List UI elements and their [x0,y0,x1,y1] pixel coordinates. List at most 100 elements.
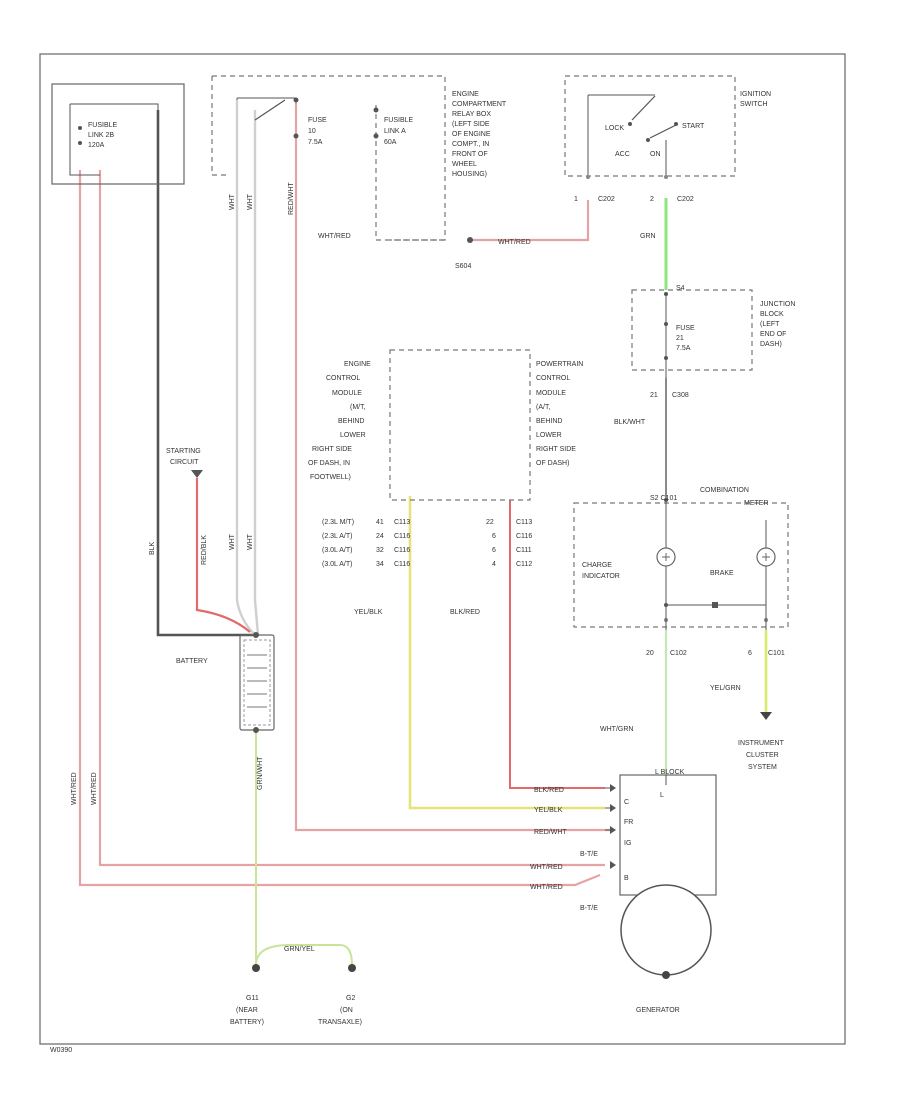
svg-text:(LEFT: (LEFT [760,321,780,328]
diagram-frame [39,53,846,1045]
svg-text:LOWER: LOWER [536,432,562,439]
svg-text:METER: METER [744,500,769,507]
wire-label-blk-wht: BLK/WHT [614,419,646,426]
instrument-cluster-system: INSTRUMENT CLUSTER SYSTEM [738,712,785,771]
svg-text:MODULE: MODULE [536,390,566,397]
svg-text:MODULE: MODULE [332,390,362,397]
svg-text:21: 21 [676,335,684,342]
vlabel-wht-red-2: WHT/RED [91,772,98,805]
c101-pin-label: 6 [748,650,752,657]
svg-text:C116: C116 [394,547,410,554]
ground-g2: G2 (ON TRANSAXLE) [318,964,362,1026]
svg-text:60A: 60A [384,139,397,146]
wire-wht-red-1 [78,170,601,887]
splice-label-s604: S604 [455,263,471,270]
svg-text:L: L [660,792,664,799]
svg-text:COMBINATION: COMBINATION [700,487,749,494]
wire-label-wht-red: WHT/RED [318,233,351,240]
svg-text:FUSE: FUSE [308,117,327,124]
c308-pin-label: 21 [650,392,658,399]
svg-text:BEHIND: BEHIND [536,418,562,425]
svg-text:TRANSAXLE): TRANSAXLE) [318,1019,362,1026]
svg-text:CIRCUIT: CIRCUIT [170,459,199,466]
svg-text:C: C [624,799,629,806]
vlabel-wht-red-1: WHT/RED [71,772,78,805]
gen-wire-blk-red: BLK/RED [534,787,564,794]
svg-text:FRONT OF: FRONT OF [452,151,488,158]
svg-text:7.5A: 7.5A [308,139,323,146]
ecm-connector-table: (2.3L M/T) 41 C113 22 C113 (2.3L A/T) 24… [322,519,532,568]
generator: L BLOCK L C FR IG B B-T/E B-T/E GENERATO… [580,769,717,1014]
wire-red-blk [195,478,251,633]
engine-control-module: ENGINE CONTROL MODULE (M/T, BEHIND LOWER… [308,349,583,501]
c202-label-1: C202 [598,196,615,203]
starting-circuit: STARTING CIRCUIT [166,448,203,478]
wire-red-wht [294,104,610,832]
c102-pin-label: 20 [646,650,654,657]
ground-g11: G11 (NEAR BATTERY) [230,964,264,1026]
c202-pin1 [586,175,590,179]
svg-text:FUSIBLE: FUSIBLE [88,122,118,129]
svg-text:RIGHT SIDE: RIGHT SIDE [312,446,352,453]
fusible-link-b: FUSIBLE LINK 2B 120A [51,83,185,185]
c202-pin2-label: 2 [650,196,654,203]
svg-text:22: 22 [486,519,494,526]
svg-text:G2: G2 [346,995,355,1002]
svg-text:32: 32 [376,547,384,554]
svg-text:C116: C116 [394,561,410,568]
c202-label-2: C202 [677,196,694,203]
svg-text:L BLOCK: L BLOCK [655,769,685,776]
svg-text:7.5A: 7.5A [676,345,691,352]
svg-text:HOUSING): HOUSING) [452,171,487,178]
svg-text:FUSIBLE: FUSIBLE [384,117,414,124]
svg-text:C112: C112 [516,561,532,568]
svg-text:4: 4 [492,561,496,568]
svg-text:C111: C111 [516,547,532,554]
wire-label-yel-blk: YEL/BLK [354,609,383,616]
wire-wht-red-2 [98,170,605,867]
svg-text:BATTERY: BATTERY [176,658,208,665]
svg-text:C113: C113 [394,519,410,526]
svg-text:COMPARTMENT: COMPARTMENT [452,101,507,108]
vlabel-red-blk: RED/BLK [201,535,208,565]
svg-text:ACC: ACC [615,151,630,158]
relay-box: FUSE 10 7.5A FUSIBLE LINK A 60A ENGINE C… [211,75,507,241]
svg-text:BEHIND: BEHIND [338,418,364,425]
svg-text:B-T/E: B-T/E [580,851,598,858]
svg-text:CONTROL: CONTROL [536,375,570,382]
svg-text:LINK 2B: LINK 2B [88,132,114,139]
svg-text:ENGINE: ENGINE [452,91,479,98]
svg-text:SYSTEM: SYSTEM [748,764,777,771]
svg-text:(NEAR: (NEAR [236,1007,258,1014]
svg-text:GENERATOR: GENERATOR [636,1007,680,1014]
svg-text:RIGHT SIDE: RIGHT SIDE [536,446,576,453]
svg-text:S2 C101: S2 C101 [650,495,677,502]
svg-text:FUSE: FUSE [676,325,695,332]
svg-text:41: 41 [376,519,384,526]
svg-text:G11: G11 [246,995,259,1002]
wire-wht-red-top [470,200,590,242]
gen-wire-wht-red-2: WHT/RED [530,884,563,891]
splice-s604 [467,237,473,243]
svg-text:RELAY BOX: RELAY BOX [452,111,491,118]
svg-text:(M/T,: (M/T, [350,404,366,411]
wire-label-wht-grn: WHT/GRN [600,726,633,733]
svg-text:B-T/E: B-T/E [580,905,598,912]
svg-text:120A: 120A [88,142,105,149]
diagram-id: W0390 [50,1047,72,1054]
svg-text:ON: ON [650,151,661,158]
wire-label-grn: GRN [640,233,656,240]
svg-text:OF ENGINE: OF ENGINE [452,131,491,138]
svg-text:DASH): DASH) [760,341,782,348]
wire-label-blk-red: BLK/RED [450,609,480,616]
svg-text:IG: IG [624,840,631,847]
vlabel-blk: BLK [149,541,156,555]
svg-text:34: 34 [376,561,384,568]
vlabel-wht-mid2: WHT [247,533,254,550]
vlabel-red-top: RED/WHT [288,182,295,215]
svg-text:(A/T,: (A/T, [536,404,550,411]
c202-pin2 [664,175,668,179]
gen-wire-wht-red-1: WHT/RED [530,864,563,871]
c308-label: C308 [672,392,689,399]
